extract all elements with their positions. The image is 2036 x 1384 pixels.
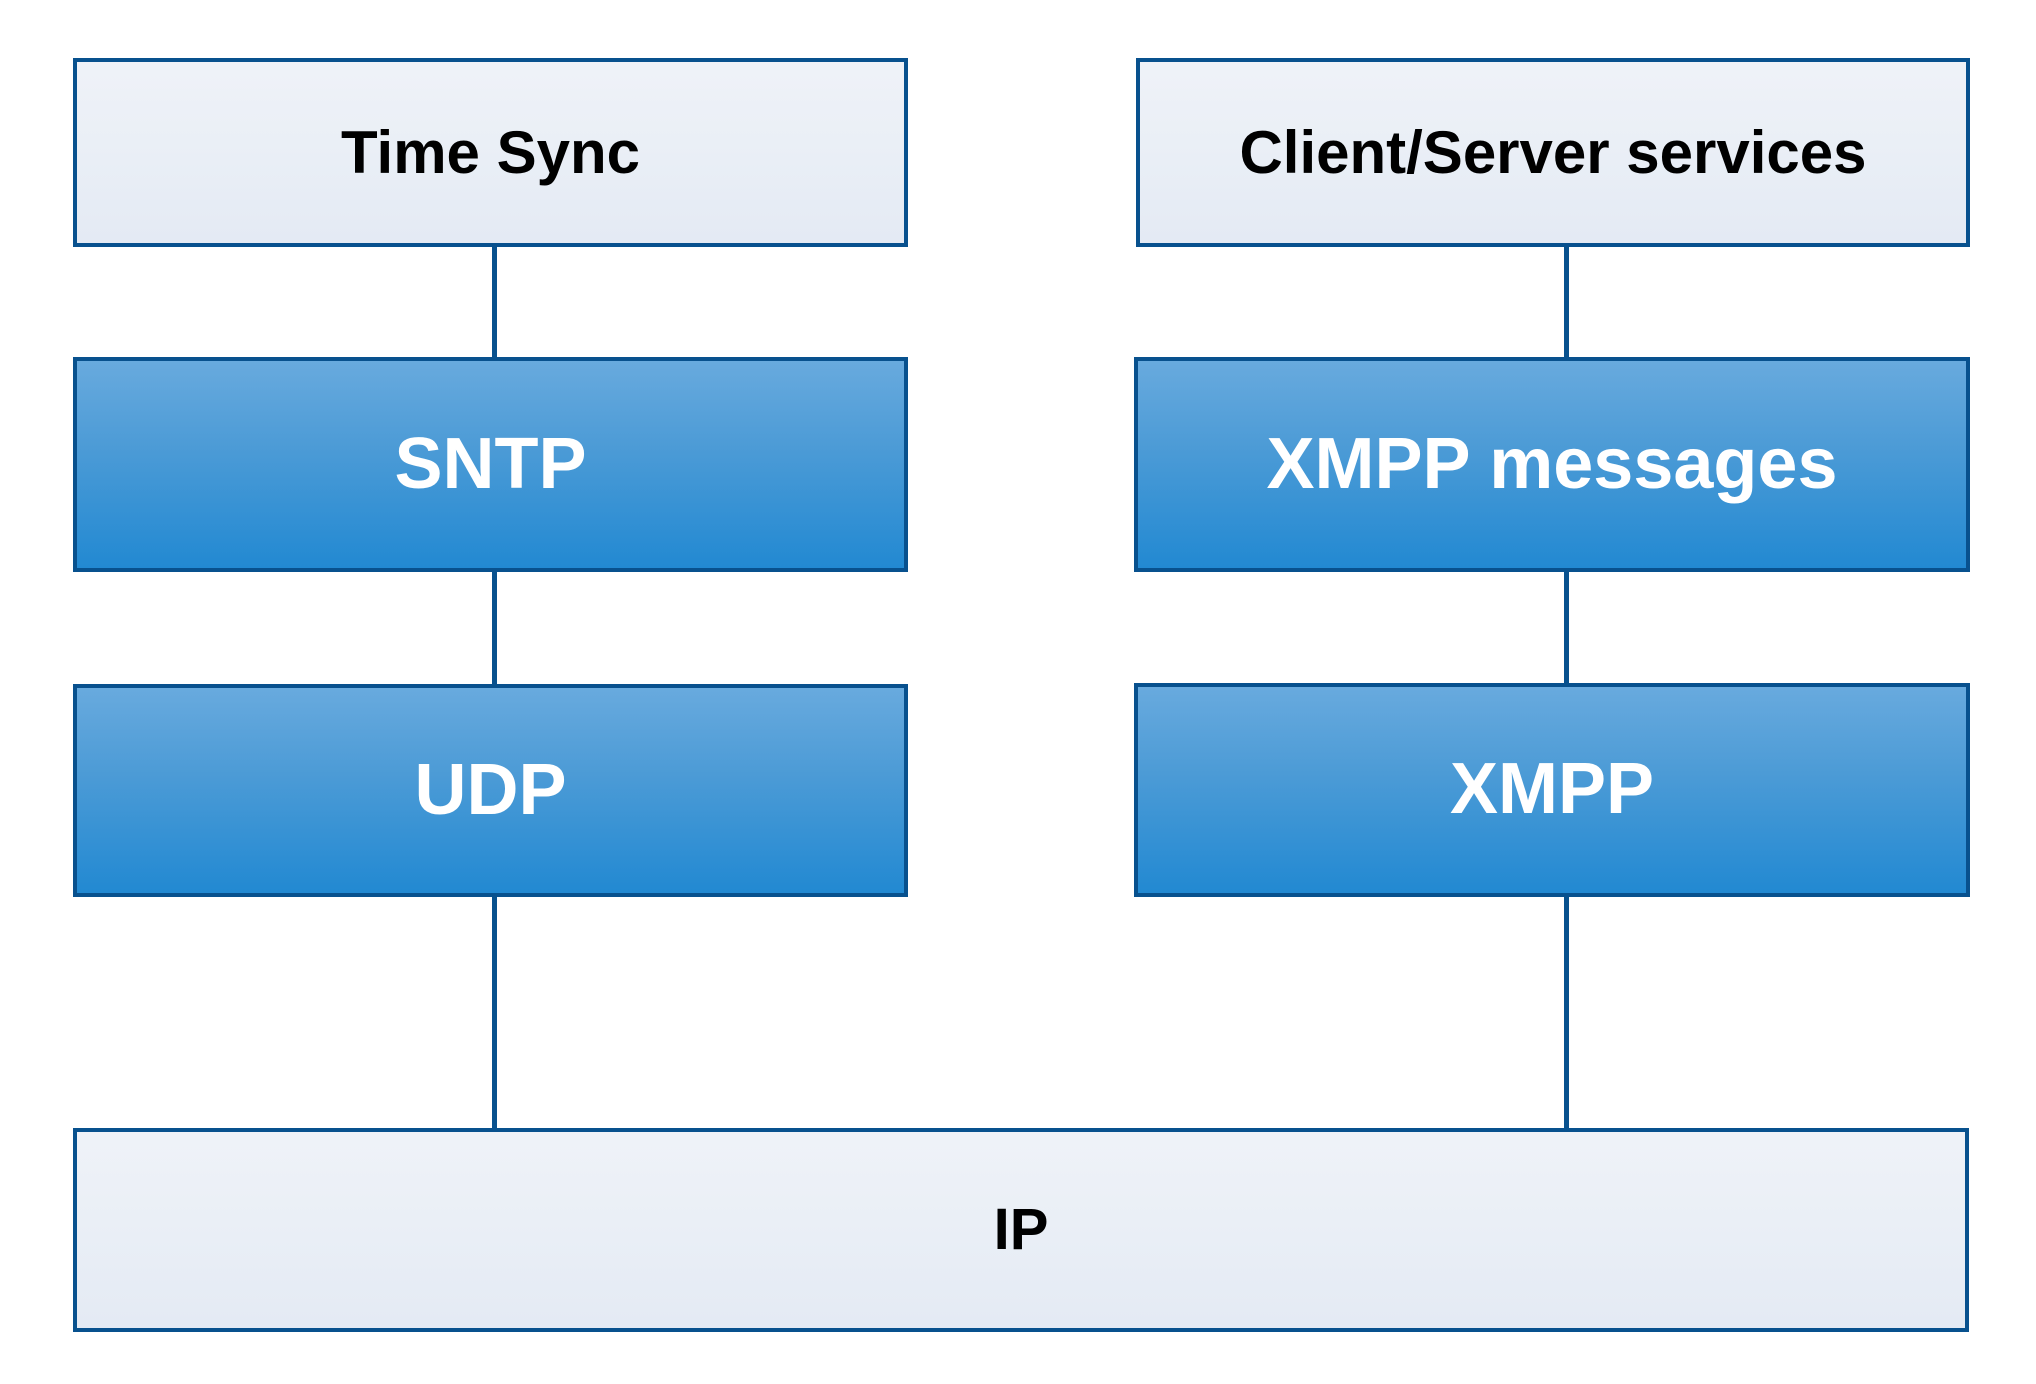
node-time-sync-label: Time Sync	[340, 119, 641, 186]
connector-client-server-to-xmpp-messages	[1564, 245, 1569, 359]
node-ip-label: IP	[993, 1196, 1049, 1262]
node-xmpp-label: XMPP	[1449, 749, 1655, 830]
node-xmpp-messages[interactable]: XMPP messages	[1134, 357, 1970, 572]
connector-udp-to-ip	[492, 895, 497, 1130]
node-time-sync[interactable]: Time Sync	[73, 58, 908, 247]
node-xmpp-messages-label: XMPP messages	[1266, 423, 1838, 504]
connector-sntp-to-udp	[492, 570, 497, 686]
node-sntp-label: SNTP	[394, 423, 587, 504]
connector-time-sync-to-sntp	[492, 245, 497, 359]
node-ip[interactable]: IP	[73, 1128, 1969, 1332]
connector-xmpp-messages-to-xmpp	[1564, 570, 1569, 685]
node-xmpp[interactable]: XMPP	[1134, 683, 1970, 897]
connector-xmpp-to-ip	[1564, 895, 1569, 1130]
node-client-server-services[interactable]: Client/Server services	[1136, 58, 1970, 247]
node-sntp[interactable]: SNTP	[73, 357, 908, 572]
node-udp-label: UDP	[414, 749, 567, 830]
node-udp[interactable]: UDP	[73, 684, 908, 897]
node-client-server-services-label: Client/Server services	[1239, 119, 1867, 186]
